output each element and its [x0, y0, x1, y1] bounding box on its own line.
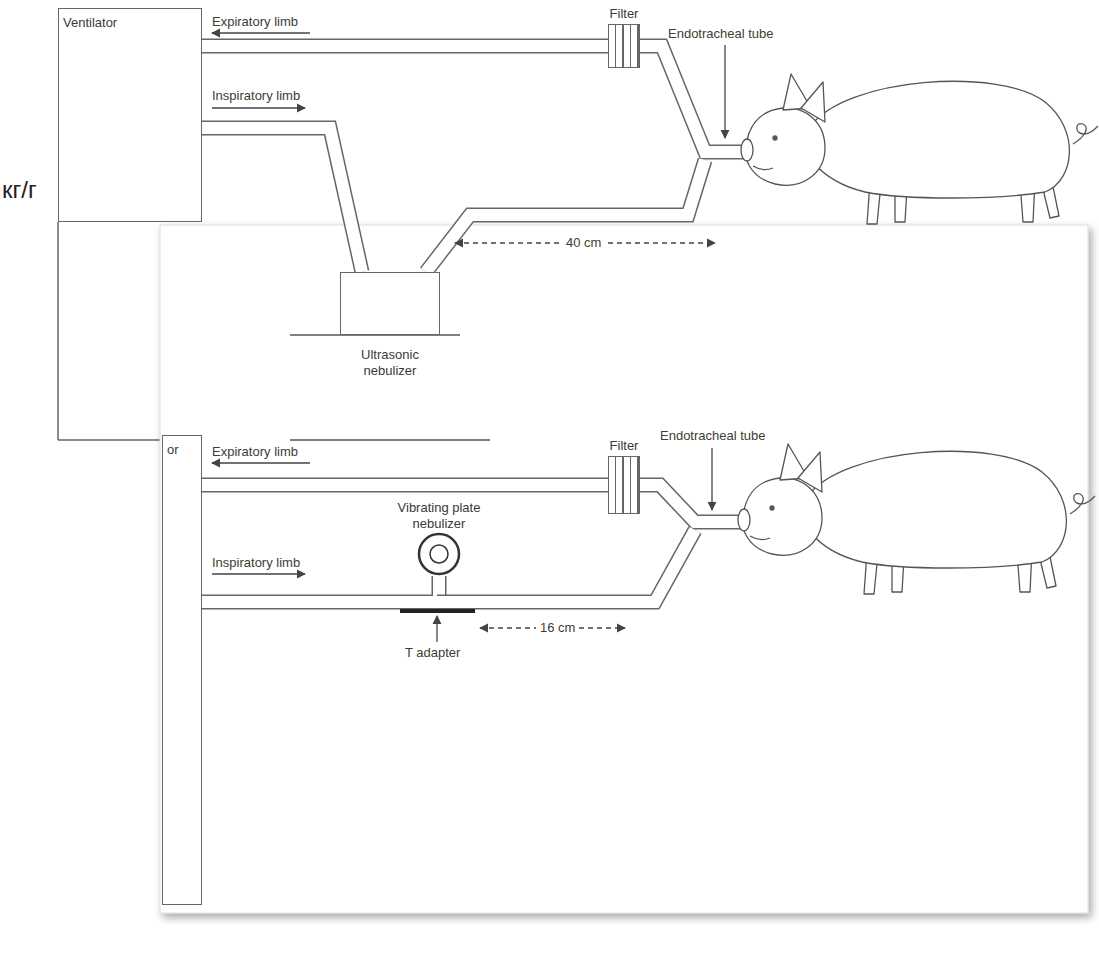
pig-drawing — [741, 74, 1098, 224]
tube-wall — [640, 485, 742, 522]
ventilator-box: or — [162, 435, 202, 905]
part-label: Filter — [610, 438, 639, 454]
front-card — [160, 225, 1088, 913]
tube-wall — [202, 39, 608, 54]
nebulizer-base — [290, 335, 490, 440]
ventilator-outline — [58, 439, 160, 441]
dimension-label: 40 cm — [562, 235, 605, 251]
part-label: Vibrating plate nebulizer — [382, 500, 496, 532]
tube-lumen — [202, 128, 362, 272]
tube-wall — [640, 46, 745, 152]
tube-wall — [202, 478, 608, 493]
tube-wall — [202, 576, 439, 602]
filter-box: Filter — [608, 24, 640, 68]
part-label: Ultrasonic nebulizer — [345, 347, 435, 379]
tube-lumen — [202, 479, 608, 491]
filter-box: Filter — [608, 456, 640, 514]
tube-lumen — [202, 40, 608, 52]
tube-connector — [202, 46, 608, 47]
pointer-arrow — [436, 616, 437, 642]
dimension-label: 16 cm — [536, 620, 579, 636]
tube-lumen — [640, 485, 742, 522]
tube-wall — [202, 128, 362, 272]
tube-lumen — [437, 530, 695, 602]
base-line — [290, 439, 490, 441]
pointer-arrow — [724, 45, 725, 138]
part-label: Endotracheal tube — [668, 26, 774, 42]
slide-text: кг/г — [2, 176, 37, 203]
tube-lumen — [202, 576, 439, 602]
tube — [426, 46, 745, 602]
tube — [426, 46, 745, 602]
flow-arrow — [212, 462, 310, 463]
tube-connector — [202, 576, 439, 602]
nebulizer-plate — [430, 545, 448, 563]
flow-arrow — [212, 33, 725, 642]
limb-label: Expiratory limb — [212, 14, 298, 30]
device-name: or — [167, 442, 197, 458]
part-label: T adapter — [405, 645, 460, 661]
limb-label: Expiratory limb — [212, 444, 298, 460]
nebulizer-circle: Vibrating plate nebulizer — [382, 500, 496, 576]
t-adapter-bar — [400, 609, 475, 613]
part-label: Endotracheal tube — [660, 428, 766, 444]
limb-label: Inspiratory limb — [212, 88, 300, 104]
ventilator-outline — [57, 222, 59, 440]
flow-arrow — [212, 32, 310, 33]
tube — [426, 46, 745, 602]
tube-connector — [202, 485, 608, 486]
nebulizer-box: Ultrasonic nebulizer — [340, 272, 440, 335]
device-name: Ventilator — [63, 15, 197, 31]
nebulizer-symbol — [417, 532, 461, 576]
tube-wall — [426, 160, 705, 272]
tube-wall — [437, 530, 695, 602]
pig-drawing — [738, 444, 1095, 594]
part-label: Filter — [610, 6, 639, 22]
tube-lumen — [640, 46, 745, 152]
ventilator-box: Ventilator — [58, 8, 202, 222]
limb-label: Inspiratory limb — [212, 555, 300, 571]
flow-arrow — [212, 107, 305, 108]
tube-connector — [202, 128, 362, 272]
pointer-arrow — [711, 448, 712, 510]
tube-lumen — [426, 160, 705, 272]
flow-arrow — [212, 573, 305, 574]
nebulizer-ring — [419, 534, 459, 574]
